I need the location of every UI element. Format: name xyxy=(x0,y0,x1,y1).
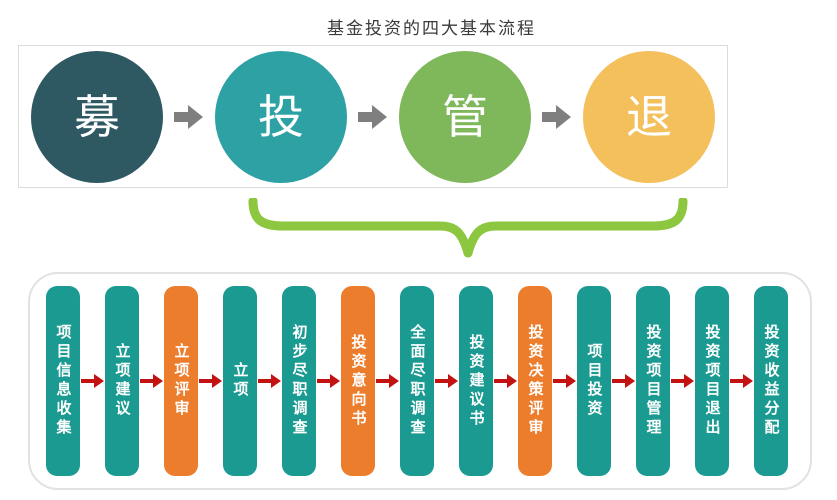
process-pill-label: 投资项目退出 xyxy=(703,324,721,438)
process-pill-label: 投资决策评审 xyxy=(526,324,544,438)
right-arrow-icon xyxy=(542,103,572,131)
process-pill-label: 投资意向书 xyxy=(349,333,367,429)
process-pill-label: 项目投资 xyxy=(585,343,603,419)
process-pill: 投资收益分配 xyxy=(754,286,788,476)
process-pill: 投资决策评审 xyxy=(518,286,552,476)
process-pill: 项目投资 xyxy=(577,286,611,476)
circle-step-manage: 管 xyxy=(399,50,531,183)
red-arrow-icon xyxy=(139,373,164,389)
circle-step-raise: 募 xyxy=(31,50,163,183)
red-arrow-icon xyxy=(552,373,577,389)
process-pill: 初步尽职调查 xyxy=(282,286,316,476)
process-pill: 投资项目退出 xyxy=(695,286,729,476)
red-arrow-icon xyxy=(670,373,695,389)
red-arrow-icon xyxy=(316,373,341,389)
right-arrow-icon xyxy=(358,103,388,131)
process-pill: 投资意向书 xyxy=(341,286,375,476)
red-arrow-icon xyxy=(493,373,518,389)
process-pill-label: 项目信息收集 xyxy=(54,324,72,438)
red-arrow-icon xyxy=(611,373,636,389)
process-pill: 立项建议 xyxy=(105,286,139,476)
process-pill: 投资项目管理 xyxy=(636,286,670,476)
red-arrow-icon xyxy=(434,373,459,389)
process-pill: 全面尽职调查 xyxy=(400,286,434,476)
red-arrow-icon xyxy=(80,373,105,389)
process-pill: 项目信息收集 xyxy=(46,286,80,476)
process-pill-label: 立项 xyxy=(231,362,249,400)
circle-step-exit: 退 xyxy=(583,50,715,183)
right-arrow-icon xyxy=(174,103,204,131)
curly-brace-icon xyxy=(248,196,688,262)
red-arrow-icon xyxy=(729,373,754,389)
process-pill-label: 初步尽职调查 xyxy=(290,324,308,438)
process-pill: 立项 xyxy=(223,286,257,476)
process-pill-label: 投资项目管理 xyxy=(644,324,662,438)
process-pill-label: 投资收益分配 xyxy=(762,324,780,438)
process-pill: 立项评审 xyxy=(164,286,198,476)
bottom-flow-panel: 项目信息收集 立项建议 立项评审 立项 初步尽职调查 投资意向书 全面尽职调查 … xyxy=(28,272,812,490)
process-pill-label: 立项评审 xyxy=(172,343,190,419)
red-arrow-icon xyxy=(198,373,223,389)
circle-step-invest: 投 xyxy=(215,50,347,183)
top-flow-panel: 募 投 管 退 xyxy=(18,45,728,188)
red-arrow-icon xyxy=(375,373,400,389)
process-pill: 投资建议书 xyxy=(459,286,493,476)
diagram-title: 基金投资的四大基本流程 xyxy=(327,19,536,38)
red-arrow-icon xyxy=(257,373,282,389)
process-pill-label: 立项建议 xyxy=(113,343,131,419)
process-pill-label: 全面尽职调查 xyxy=(408,324,426,438)
process-pill-label: 投资建议书 xyxy=(467,333,485,429)
